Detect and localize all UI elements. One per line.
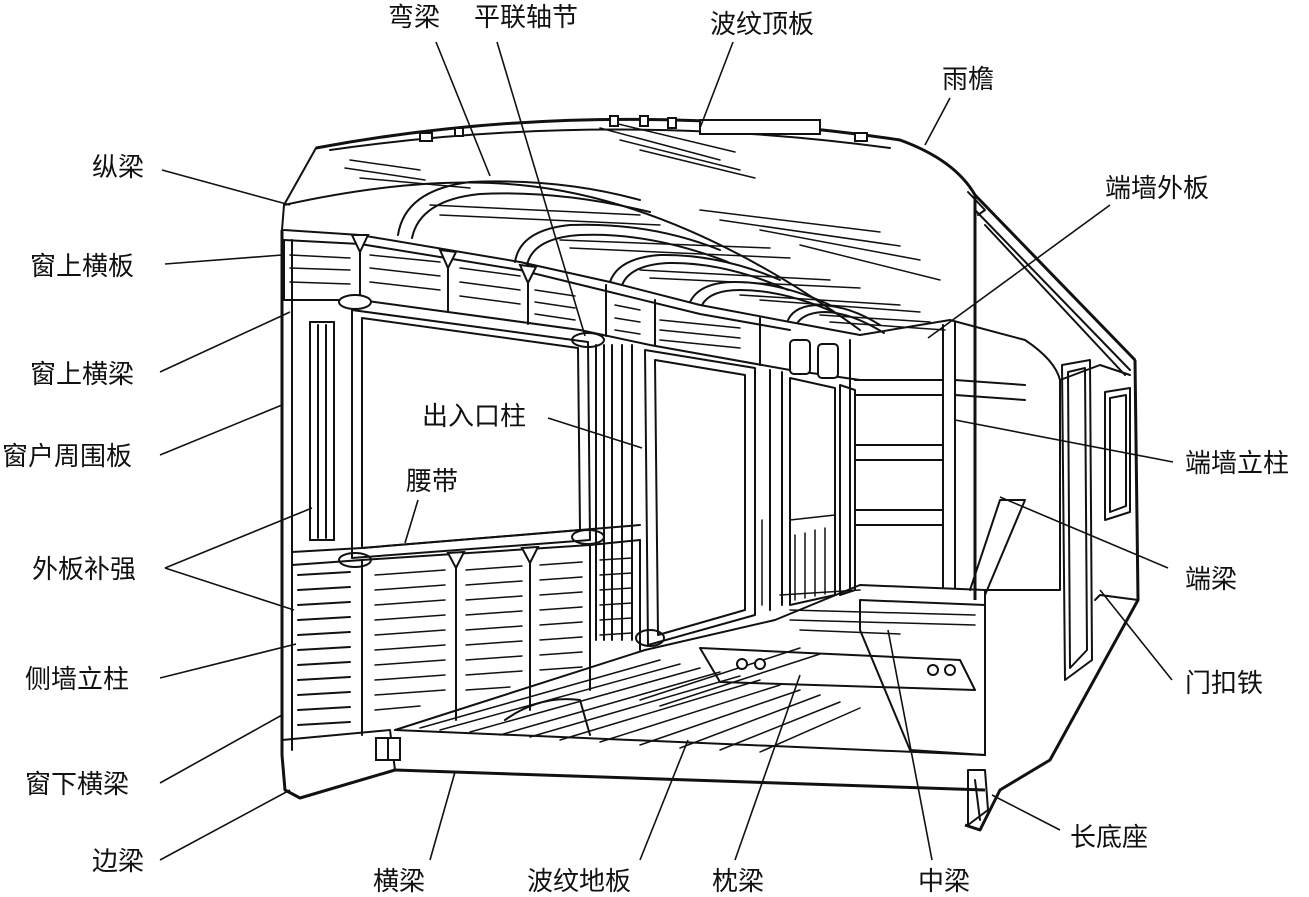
car-body-drawing	[280, 115, 1140, 832]
upper-longitudinal-beam-lower	[283, 239, 791, 331]
label-corrugated-roof-panel: 波纹顶板	[710, 10, 814, 40]
label-window-header-beam: 窗上横梁	[30, 360, 134, 390]
label-curved-beam: 弯梁	[388, 3, 440, 33]
end-door-panel	[1061, 359, 1093, 681]
side-sill	[280, 754, 396, 800]
header-gussets	[350, 234, 538, 286]
end-exterior	[964, 359, 1140, 832]
labels: 弯梁 平联轴节 波纹顶板 雨檐 纵梁 端墙外板 窗上横板 窗上横梁 出入口柱 窗…	[2, 3, 1289, 897]
label-cross-beam: 横梁	[373, 867, 425, 897]
floor-bump	[504, 698, 591, 736]
label-center-sill: 中梁	[918, 867, 970, 897]
window-opening	[361, 317, 581, 549]
floor-front-edge-top	[394, 729, 986, 756]
door-frame	[644, 349, 756, 646]
label-door-catch: 门扣铁	[1185, 669, 1263, 699]
window-joints	[338, 294, 665, 647]
label-side-sill: 边梁	[92, 847, 144, 877]
floor-plane	[394, 584, 986, 756]
roof-front-eave	[281, 147, 317, 231]
end-wall-plate	[859, 319, 1061, 591]
door-catch	[1094, 594, 1139, 601]
center-sill	[859, 599, 986, 756]
label-longitudinal-beam: 纵梁	[92, 153, 144, 183]
window-header-ribs	[289, 254, 641, 335]
end-window-inner	[1109, 394, 1127, 513]
lower-side-wall-ribs	[374, 557, 633, 711]
label-window-surround-panel: 窗户周围板	[2, 442, 132, 472]
end-wall-posts	[854, 321, 1026, 589]
roof-inner-edge	[283, 181, 861, 331]
window-surround-strips	[309, 321, 335, 541]
leader-lines	[159, 41, 1174, 861]
long-base-detail	[974, 779, 981, 821]
bolster-plate	[699, 647, 976, 691]
roof-top-skin	[329, 128, 891, 151]
lower-side-wall	[361, 539, 641, 736]
far-side-wall	[761, 369, 856, 611]
long-base	[967, 769, 989, 826]
label-flat-coupling: 平联轴节	[474, 3, 578, 33]
label-end-wall-outer-panel: 端墙外板	[1105, 174, 1209, 204]
label-long-base: 长底座	[1070, 823, 1148, 853]
label-belt-rail: 腰带	[406, 467, 458, 497]
label-end-wall-post: 端墙立柱	[1185, 449, 1289, 479]
floor-corrugations	[419, 647, 861, 753]
label-window-sill-beam: 窗下横梁	[25, 770, 129, 800]
floor-front-edge	[394, 768, 986, 792]
label-bolster: 枕梁	[712, 867, 764, 897]
roof-end-slope	[967, 191, 1136, 376]
left-lower-stiffeners	[297, 571, 351, 726]
door-opening	[654, 359, 746, 636]
window-header-panel	[283, 239, 861, 381]
far-header-detail	[659, 319, 839, 379]
label-outer-panel-reinforcement: 外板补强	[32, 555, 136, 585]
label-end-beam: 端梁	[1185, 565, 1237, 595]
belt-rail	[291, 524, 641, 553]
end-exterior-inner	[1059, 364, 1131, 381]
end-beam-brace	[969, 499, 1026, 596]
end-door-panel-inner	[1067, 367, 1088, 669]
roof-carlines	[397, 180, 885, 334]
roof-vents	[419, 115, 868, 142]
roof-outline	[315, 117, 1137, 362]
center-sill-detail	[779, 589, 976, 635]
label-rain-gutter: 雨檐	[942, 65, 994, 95]
label-window-header-panel: 窗上横板	[30, 252, 134, 282]
belt-rail-lower	[291, 539, 641, 566]
end-window	[1104, 387, 1131, 521]
entrance-posts	[595, 344, 633, 641]
bolster-holes	[736, 658, 956, 676]
label-entrance-post: 出入口柱	[422, 402, 526, 432]
roof-corrugations	[344, 121, 946, 331]
label-corrugated-floor: 波纹地板	[527, 867, 631, 897]
window-frame	[351, 309, 591, 559]
label-side-wall-post: 侧墙立柱	[25, 665, 129, 695]
